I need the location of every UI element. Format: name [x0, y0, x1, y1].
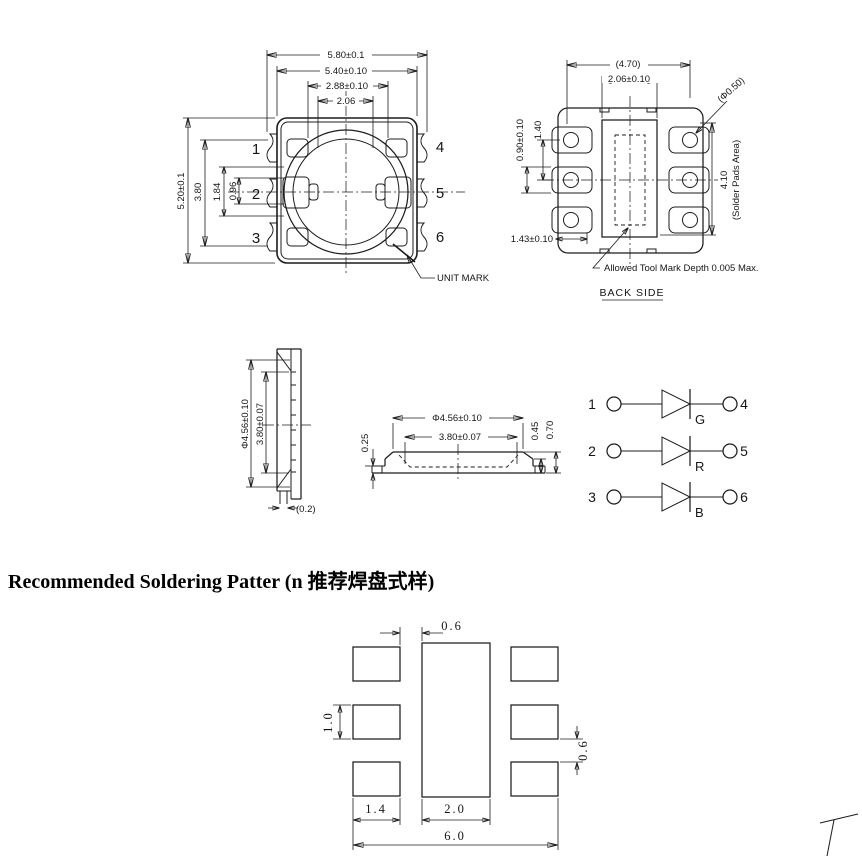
- dim-section-foot-height: 0.25: [360, 434, 371, 453]
- soldering-dimensions: 0.6 1.0 0.6 1.4 2.0 6.0: [321, 619, 590, 850]
- side-view-dimensions: Φ4.56±0.10 3.80±0.07 (0.2): [240, 360, 316, 515]
- circuit-label-red: R: [695, 459, 704, 474]
- circuit-row-green: 1 4 G: [588, 389, 748, 427]
- dim-section-lens-dia: Φ4.56±0.10: [432, 413, 482, 424]
- unit-mark-callout: UNIT MARK: [407, 255, 490, 284]
- dim-solder-gap-x: 0.6: [441, 619, 463, 633]
- back-side-caption: BACK SIDE: [599, 287, 664, 301]
- unit-mark-label: UNIT MARK: [437, 273, 490, 284]
- circuit-pin-6: 6: [740, 489, 748, 505]
- dim-side-lens-dia: Φ4.56±0.10: [240, 399, 251, 449]
- dim-solder-total-width: 6.0: [444, 829, 466, 843]
- logo-equator-line: [819, 813, 859, 824]
- logo-globe-shape: [791, 771, 858, 858]
- front-view-body: [228, 86, 465, 274]
- dim-back-slug-width: 2.06±0.10: [608, 74, 650, 85]
- dim-back-pads-width: (4.70): [616, 59, 641, 70]
- circuit-pin-3: 3: [588, 489, 596, 505]
- company-logo: [780, 766, 859, 862]
- circuit-row-blue: 3 6 B: [588, 482, 748, 520]
- dim-front-notch-inner: 0.96: [228, 182, 239, 201]
- back-view-dimensions: (4.70) 2.06±0.10 (Φ0.50) 0.90±0.10 1.40 …: [511, 58, 747, 245]
- logo-leaf-shape: [784, 766, 833, 847]
- tool-mark-note: Allowed Tool Mark Depth 0.005 Max.: [604, 263, 759, 274]
- logo-swoosh-shape: [780, 845, 852, 862]
- pin-number-4: 4: [436, 139, 444, 156]
- soldering-pattern: 0.6 1.0 0.6 1.4 2.0 6.0: [321, 619, 590, 850]
- circuit-diagram: 1 4 G 2 5 R 3: [588, 389, 748, 520]
- soldering-pads: [352, 642, 559, 798]
- dim-front-pins-height: 3.80: [193, 183, 204, 202]
- pin-number-6: 6: [436, 229, 444, 246]
- dim-back-pad-pitch: 1.40: [533, 121, 544, 140]
- dim-front-notch-outer: 1.84: [212, 183, 223, 202]
- pin-number-1: 1: [252, 141, 260, 158]
- tool-mark-callout: Allowed Tool Mark Depth 0.005 Max.: [592, 228, 759, 274]
- dim-front-total-width: 5.80±0.1: [328, 50, 365, 61]
- dim-front-inner-width: 2.88±0.10: [326, 81, 368, 92]
- dim-solder-gap-y: 0.6: [576, 739, 590, 761]
- dim-section-step-height: 0.45: [530, 422, 541, 441]
- dim-solder-center-width: 2.0: [444, 802, 466, 816]
- dim-section-cup-dia: 3.80±0.07: [439, 432, 481, 443]
- circuit-pin-4: 4: [740, 396, 748, 412]
- dim-front-total-height: 5.20±0.1: [176, 173, 187, 210]
- dim-front-body-width: 5.40±0.10: [325, 66, 367, 77]
- dim-solder-pad-width: 1.4: [365, 802, 387, 816]
- pin-number-3: 3: [252, 230, 260, 247]
- side-view-body: [263, 348, 311, 504]
- dim-back-hole-dia: (Φ0.50): [716, 75, 747, 105]
- logo-meridian-line: [826, 819, 835, 857]
- circuit-label-green: G: [695, 412, 705, 427]
- section-view-body: [371, 444, 546, 481]
- front-view: 5.80±0.1 5.40±0.10 2.88±0.10 2.06 5.20±0…: [176, 50, 490, 284]
- side-view: Φ4.56±0.10 3.80±0.07 (0.2): [240, 348, 316, 515]
- pin-number-5: 5: [436, 185, 444, 202]
- dim-section-total-height: 0.70: [545, 421, 556, 440]
- dim-solder-pad-height: 1.0: [321, 711, 335, 733]
- circuit-pin-5: 5: [740, 443, 748, 459]
- section-view-dimensions: Φ4.56±0.10 3.80±0.07 0.25 0.45 0.70: [360, 413, 561, 489]
- circuit-pin-1: 1: [588, 396, 596, 412]
- dim-back-pads-height: 4.10: [719, 171, 730, 190]
- circuit-label-blue: B: [695, 505, 704, 520]
- front-view-dimensions: 5.80±0.1 5.40±0.10 2.88±0.10 2.06 5.20±0…: [176, 50, 427, 263]
- logo-stripe-shape: [802, 787, 849, 855]
- circuit-row-red: 2 5 R: [588, 436, 748, 474]
- front-view-pin-numbers: 1 2 3 4 5 6: [252, 139, 444, 247]
- dim-side-standoff: (0.2): [296, 504, 316, 515]
- circuit-pin-2: 2: [588, 443, 596, 459]
- dim-back-pad-offset: 1.43±0.10: [511, 234, 553, 245]
- back-view: (4.70) 2.06±0.10 (Φ0.50) 0.90±0.10 1.40 …: [511, 58, 759, 301]
- dim-side-lens-base: 3.80±0.07: [255, 403, 266, 445]
- dim-front-cup-width: 2.06: [337, 96, 356, 107]
- back-side-label: BACK SIDE: [599, 287, 664, 299]
- section-view: Φ4.56±0.10 3.80±0.07 0.25 0.45 0.70: [360, 413, 561, 489]
- soldering-pattern-heading: Recommended Soldering Patter (n 推荐焊盘式样): [8, 571, 435, 593]
- dim-back-pad-height: 0.90±0.10: [515, 119, 526, 161]
- solder-pads-area-note: (Solder Pads Area): [731, 140, 742, 220]
- pin-number-2: 2: [252, 186, 260, 203]
